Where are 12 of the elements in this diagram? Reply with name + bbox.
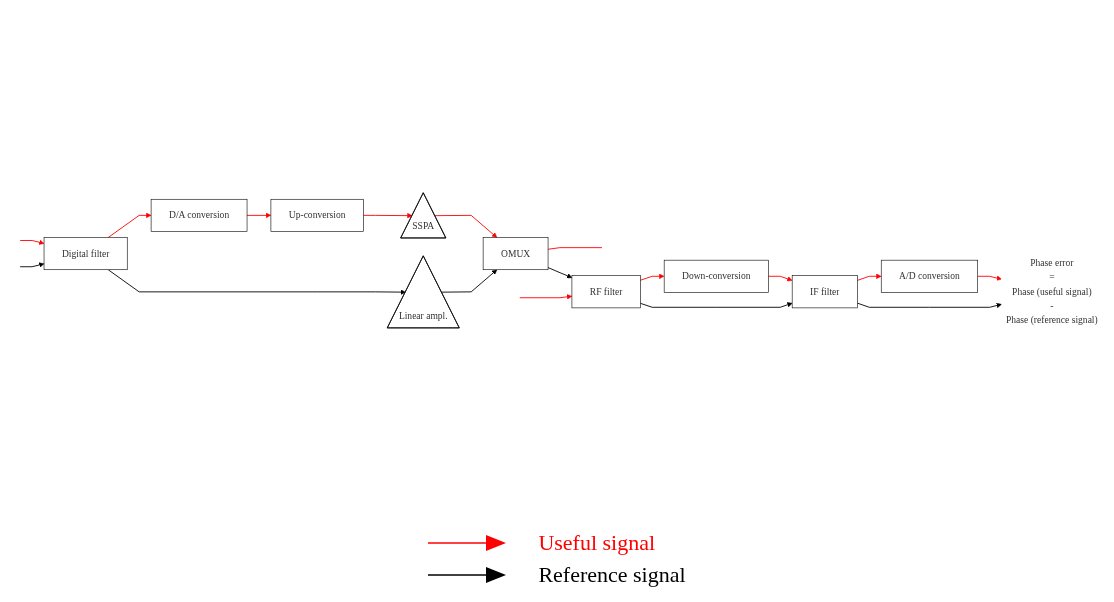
node-box: OMUX [482,236,549,270]
node-box: RF filter [571,274,641,308]
node-box: Down-conversion [663,259,769,293]
node-box: IF filter [791,274,858,308]
node-box: Up-conversion [270,198,364,232]
legend-text: Useful signal [538,530,656,556]
legend-text: Reference signal [538,562,686,588]
node-box: D/A conversion [150,198,248,232]
node-box: Digital filter [43,236,128,270]
node-box: A/D conversion [880,259,978,293]
connector [547,246,603,250]
node-text: Phase error = Phase (useful signal) - Phase (reference signal) [1006,257,1098,325]
